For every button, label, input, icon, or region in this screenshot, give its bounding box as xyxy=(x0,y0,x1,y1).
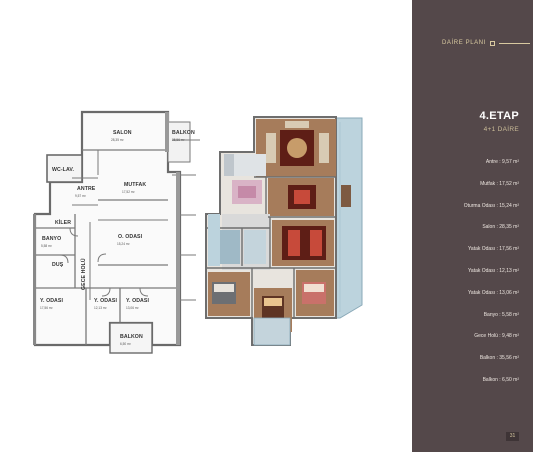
list-item: Gece Holü : 9,48 m² xyxy=(474,333,519,340)
balkon-bottom-area: 6,50 m² xyxy=(120,342,131,346)
y-odasi-3-area: 13,06 m² xyxy=(126,306,139,310)
y-odasi-1-area: 17,56 m² xyxy=(40,306,53,310)
antre-label: ANTRE xyxy=(77,186,96,192)
balkon-top-label: BALKON xyxy=(172,130,195,136)
mutfak-label: MUTFAK xyxy=(124,182,146,188)
y-odasi-2-area: 12,13 m² xyxy=(94,306,107,310)
list-item: Yatak Odası : 17,56 m² xyxy=(467,246,519,253)
divider-line xyxy=(498,42,530,44)
gece-holu-label: GECE HOLÜ xyxy=(80,258,87,290)
list-item: Oturma Odası : 15,24 m² xyxy=(463,202,519,209)
wc-label: WC-LAV. xyxy=(52,167,74,173)
list-item: Yatak Odası : 12,13 m² xyxy=(467,267,519,274)
mutfak-area: 17,52 m² xyxy=(122,190,135,194)
banyo-area: 5,58 m² xyxy=(41,244,52,248)
salon-label: SALON xyxy=(113,130,132,136)
list-item: Balkon : 35,56 m² xyxy=(479,355,519,362)
y-odasi-3-label: Y. ODASI xyxy=(126,298,149,304)
square-marker-icon xyxy=(489,40,495,46)
salon-area: 28,35 m² xyxy=(111,138,124,142)
rendered-floor-plan xyxy=(205,116,363,346)
page-number: 31 xyxy=(506,432,519,441)
list-item: Banyo : 5,58 m² xyxy=(483,311,519,318)
list-item: Antre : 9,57 m² xyxy=(485,159,519,165)
room-area-list: Antre : 9,57 m² Mutfak : 17,52 m² Oturma… xyxy=(464,158,519,398)
banyo-label: BANYO xyxy=(42,236,61,242)
antre-area: 9,57 m² xyxy=(75,194,86,198)
kiler-label: KİLER xyxy=(55,219,71,226)
o-odasi-label: O. ODASI xyxy=(118,234,143,240)
y-odasi-1-label: Y. ODASI xyxy=(40,298,63,304)
list-item: Balkon : 6,50 m² xyxy=(482,376,519,383)
o-odasi-area: 15,24 m² xyxy=(117,242,130,246)
dus-label: DUŞ xyxy=(52,262,64,268)
list-item: Yatak Odası : 13,06 m² xyxy=(467,289,519,296)
section-header: DAİRE PLANI xyxy=(442,40,530,46)
technical-floor-plan: SALON 28,35 m² BALKON 35,56 m² WC-LAV. A… xyxy=(33,110,200,354)
daire-type: 4+1 DAİRE xyxy=(483,126,519,133)
list-item: Mutfak : 17,52 m² xyxy=(480,180,519,187)
section-title: DAİRE PLANI xyxy=(442,40,486,46)
y-odasi-2-label: Y. ODASI xyxy=(94,298,117,304)
etap-title: 4.ETAP xyxy=(479,110,519,122)
balkon-bottom-label: BALKON xyxy=(120,334,143,340)
floor-plan-area: SALON 28,35 m² BALKON 35,56 m² WC-LAV. A… xyxy=(33,110,363,354)
list-item: Salon : 28,35 m² xyxy=(482,224,519,231)
balkon-top-area: 35,56 m² xyxy=(172,138,185,142)
info-panel: DAİRE PLANI 4.ETAP 4+1 DAİRE Antre : 9,5… xyxy=(412,0,533,452)
